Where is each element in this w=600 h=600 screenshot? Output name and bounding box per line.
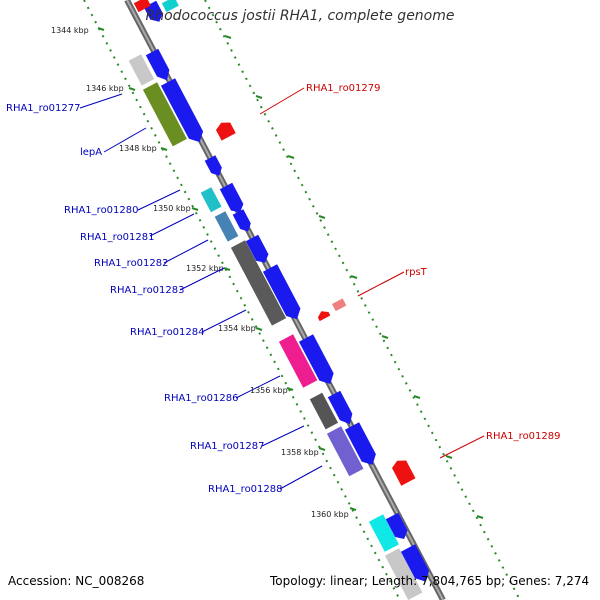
gene-label[interactable]: RHA1_ro01283: [110, 285, 185, 296]
gene-label[interactable]: RHA1_ro01281: [80, 232, 155, 243]
scale-label: 1354 kbp: [218, 324, 256, 333]
gene-arrow[interactable]: [332, 298, 347, 312]
gene-arrow[interactable]: [400, 544, 433, 585]
leader-lines: [79, 87, 485, 490]
forward-arrows: [143, 0, 433, 585]
gene-arrow[interactable]: [214, 119, 236, 141]
gene-block[interactable]: [326, 426, 364, 477]
forward-gene-labels: RHA1_ro01277 lepA RHA1_ro01280 RHA1_ro01…: [6, 103, 283, 495]
scale-label: 1352 kbp: [186, 264, 224, 273]
gene-label[interactable]: RHA1_ro01289: [486, 431, 561, 442]
gene-label[interactable]: RHA1_ro01282: [94, 258, 169, 269]
gene-arrow[interactable]: [219, 182, 246, 216]
gene-block[interactable]: [368, 514, 399, 552]
gene-block[interactable]: [214, 211, 239, 242]
topology-text: Topology: linear; Length: 7,804,765 bp; …: [270, 574, 590, 588]
gene-arrow[interactable]: [327, 390, 356, 428]
gene-arrow[interactable]: [390, 457, 416, 486]
scale-label: 1346 kbp: [86, 84, 124, 93]
scale-label: 1356 kbp: [250, 386, 288, 395]
scale-label: 1348 kbp: [119, 144, 157, 153]
gene-arrow[interactable]: [385, 512, 411, 543]
reverse-gene-labels: RHA1_ro01279 rpsT RHA1_ro01289: [306, 83, 561, 442]
scale-label: 1360 kbp: [311, 510, 349, 519]
gene-block[interactable]: [128, 54, 155, 86]
gene-label[interactable]: RHA1_ro01284: [130, 327, 205, 338]
gene-arrow[interactable]: [344, 422, 380, 468]
scale-label: 1344 kbp: [51, 26, 89, 35]
gene-label[interactable]: rpsT: [405, 267, 428, 278]
scale-labels: 1344 kbp 1346 kbp 1348 kbp 1350 kbp 1352…: [51, 26, 349, 519]
gene-label[interactable]: RHA1_ro01287: [190, 441, 265, 452]
gene-arrow[interactable]: [133, 0, 151, 13]
reverse-arrows: [133, 0, 416, 486]
guide-lines: [83, 0, 521, 600]
gene-arrow[interactable]: [298, 334, 337, 387]
scale-label: 1358 kbp: [281, 448, 319, 457]
gene-block[interactable]: [309, 392, 339, 430]
gene-arrow[interactable]: [262, 264, 304, 323]
gene-block[interactable]: [161, 0, 179, 13]
gene-label[interactable]: RHA1_ro01280: [64, 205, 139, 216]
gene-label[interactable]: RHA1_ro01277: [6, 103, 81, 114]
gene-arrow[interactable]: [316, 308, 331, 322]
scale-ticks: [97, 27, 484, 519]
gene-block[interactable]: [278, 334, 318, 388]
gene-arrow[interactable]: [204, 155, 225, 178]
feature-blocks: [128, 0, 423, 600]
gene-label[interactable]: RHA1_ro01288: [208, 484, 283, 495]
scale-label: 1350 kbp: [153, 204, 191, 213]
gene-block[interactable]: [384, 548, 423, 600]
gene-label[interactable]: RHA1_ro01279: [306, 83, 381, 94]
gene-block[interactable]: [230, 240, 287, 326]
accession-text: Accession: NC_008268: [8, 574, 145, 588]
genome-title: Rhodococcus jostii RHA1, complete genome: [145, 8, 455, 24]
gene-arrow[interactable]: [232, 209, 254, 234]
gene-arrow[interactable]: [145, 48, 173, 84]
gene-block[interactable]: [142, 82, 187, 147]
gene-block[interactable]: [200, 187, 222, 213]
gene-label[interactable]: lepA: [80, 147, 102, 158]
gene-label[interactable]: RHA1_ro01286: [164, 393, 239, 404]
gene-arrow[interactable]: [160, 78, 207, 146]
gene-arrow[interactable]: [245, 234, 271, 266]
